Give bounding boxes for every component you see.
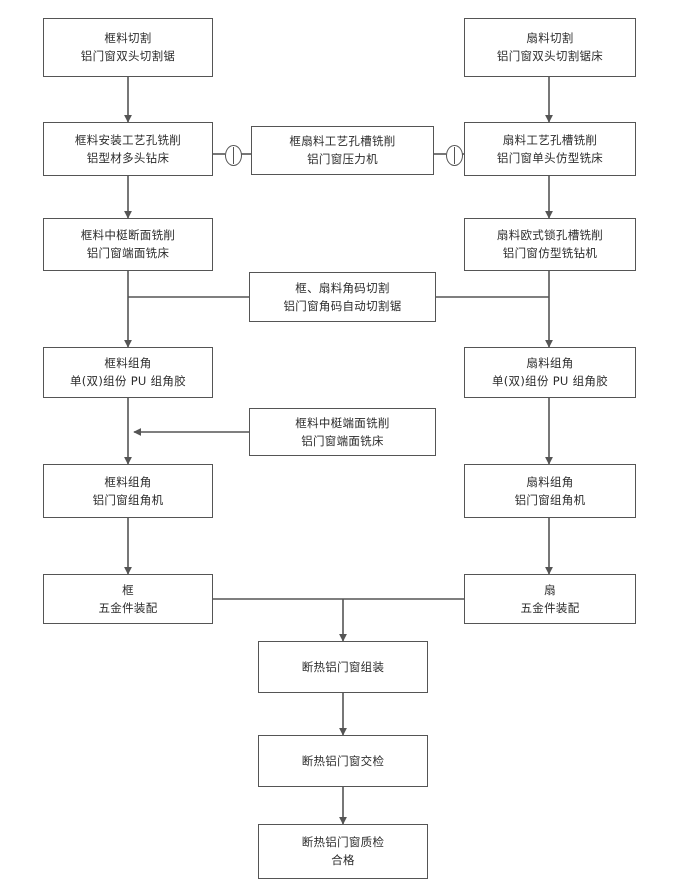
node-line: 铝门窗单头仿型铣床: [496, 150, 604, 165]
node-frame-hardware-assembly: 框 五金件装配: [43, 574, 213, 624]
node-line: 铝门窗端面铣床: [301, 433, 384, 448]
node-line: 合格: [331, 853, 355, 867]
node-frame-cutting: 框料切割 铝门窗双头切割锯: [43, 18, 213, 77]
node-sash-corner-glue: 扇料组角 单(双)组份 PU 组角胶: [464, 347, 636, 398]
node-line: 铝门窗组角机: [92, 492, 164, 507]
node-line: 单(双)组份 PU 组角胶: [69, 374, 187, 388]
node-line: 扇料组角: [526, 474, 574, 489]
node-line: 断热铝门窗质检: [301, 835, 385, 850]
node-corner-key-cutting: 框、扇料角码切割 铝门窗角码自动切割锯: [249, 272, 436, 322]
node-line: 单(双)组份 PU 组角胶: [491, 374, 609, 388]
node-window-handover-inspection: 断热铝门窗交检: [258, 735, 428, 787]
right-junction-connector: [446, 145, 463, 166]
node-line: 框: [122, 582, 134, 597]
node-window-assembly: 断热铝门窗组装: [258, 641, 428, 693]
node-line: 五金件装配: [520, 600, 580, 615]
node-line: 扇料组角: [526, 356, 574, 371]
node-frame-corner-crimping: 框料组角 铝门窗组角机: [43, 464, 213, 518]
node-line: 铝型材多头钻床: [86, 150, 170, 165]
node-line: 铝门窗仿型铣钻机: [502, 246, 598, 260]
node-line: 扇料欧式锁孔槽铣削: [496, 228, 604, 243]
node-line: 断热铝门窗交检: [301, 753, 385, 768]
node-line: 框料组角: [104, 356, 152, 371]
node-frame-corner-glue: 框料组角 单(双)组份 PU 组角胶: [43, 347, 213, 398]
node-sash-euro-lock-slot-milling: 扇料欧式锁孔槽铣削 铝门窗仿型铣钻机: [464, 218, 636, 271]
node-line: 框料中梃端面铣削: [295, 415, 390, 430]
node-line: 框、扇料角码切割: [295, 280, 390, 295]
node-line: 断热铝门窗组装: [301, 659, 385, 674]
node-line: 框料切割: [104, 31, 152, 46]
node-line: 铝门窗组角机: [514, 492, 586, 507]
node-line: 铝门窗角码自动切割锯: [283, 298, 402, 313]
node-sash-cutting: 扇料切割 铝门窗双头切割锯床: [464, 18, 636, 77]
node-line: 框料中梃断面铣削: [80, 228, 176, 243]
node-window-quality-pass: 断热铝门窗质检 合格: [258, 824, 428, 879]
node-line: 铝门窗压力机: [307, 152, 378, 166]
node-line: 扇料切割: [526, 31, 574, 46]
node-line: 扇: [544, 582, 556, 597]
node-frame-mullion-face-milling: 框料中梃断面铣削 铝门窗端面铣床: [43, 218, 213, 271]
node-frame-mullion-end-milling: 框料中梃端面铣削 铝门窗端面铣床: [249, 408, 436, 456]
node-line: 框扇料工艺孔槽铣削: [289, 134, 396, 149]
node-line: 铝门窗端面铣床: [86, 246, 170, 260]
node-frame-sash-slot-milling: 框扇料工艺孔槽铣削 铝门窗压力机: [251, 126, 434, 175]
node-sash-hardware-assembly: 扇 五金件装配: [464, 574, 636, 624]
node-sash-corner-crimping: 扇料组角 铝门窗组角机: [464, 464, 636, 518]
node-sash-process-slot-milling: 扇料工艺孔槽铣削 铝门窗单头仿型铣床: [464, 122, 636, 176]
node-frame-process-hole-milling: 框料安装工艺孔铣削 铝型材多头钻床: [43, 122, 213, 176]
node-line: 框料安装工艺孔铣削: [74, 132, 182, 147]
node-line: 扇料工艺孔槽铣削: [502, 132, 598, 147]
left-junction-connector: [225, 145, 242, 166]
node-line: 框料组角: [104, 474, 152, 489]
node-line: 铝门窗双头切割锯: [80, 49, 176, 63]
node-line: 铝门窗双头切割锯床: [496, 49, 604, 63]
node-line: 五金件装配: [98, 600, 158, 615]
